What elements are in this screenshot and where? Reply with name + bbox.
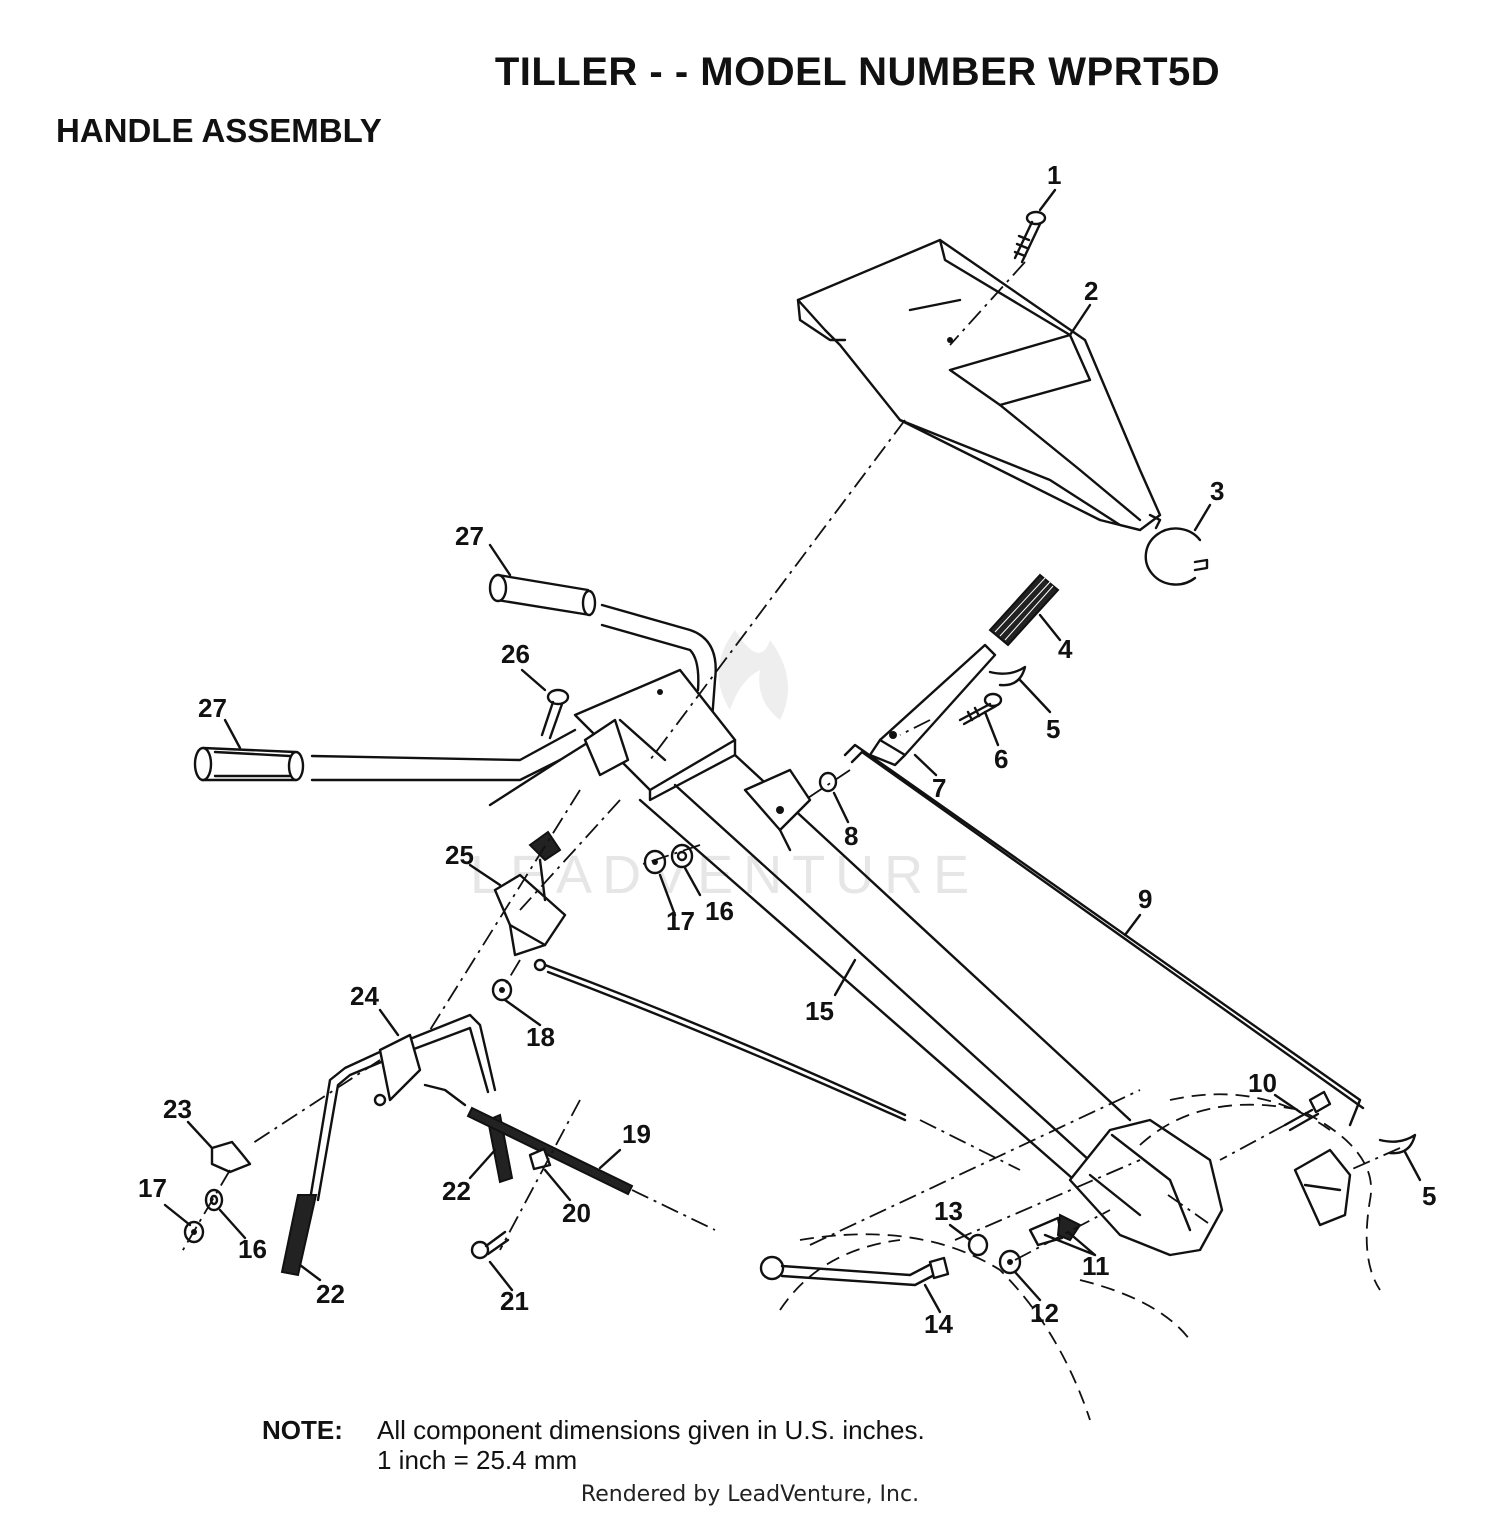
callout-20: 20	[562, 1198, 591, 1228]
callout-27-lower: 27	[198, 693, 227, 723]
callout-11: 11	[1082, 1251, 1110, 1281]
part-23-clip	[210, 1140, 252, 1174]
note-line-2: 1 inch = 25.4 mm	[377, 1445, 578, 1475]
callout-5-lower: 5	[1422, 1181, 1436, 1211]
part-2-handle-cover	[796, 238, 1162, 532]
callout-26: 26	[501, 639, 530, 669]
callout-19: 19	[622, 1119, 651, 1149]
part-8-spacer	[818, 771, 838, 793]
callout-25: 25	[445, 840, 474, 870]
handlebar-tubes	[310, 603, 717, 807]
callout-leaders	[163, 188, 1422, 1314]
part-18-nut	[491, 978, 513, 1002]
note-line-1: All component dimensions given in U.S. i…	[377, 1415, 925, 1445]
callout-21: 21	[500, 1286, 529, 1316]
callout-1: 1	[1047, 160, 1061, 190]
callout-4: 4	[1058, 634, 1073, 664]
handle-mount-bracket	[743, 768, 812, 852]
credit-text: Rendered by LeadVenture, Inc.	[580, 1482, 920, 1507]
callout-15: 15	[805, 996, 834, 1026]
part-7-control-lever	[868, 643, 997, 767]
callout-labels: 1 2 3 4 5 5 6 7 8 9 10 11 12 13 14 15 16…	[138, 160, 1436, 1339]
watermark-flame-icon	[718, 630, 788, 720]
callout-9: 9	[1138, 884, 1152, 914]
callout-13: 13	[934, 1196, 963, 1226]
callout-5-upper: 5	[1046, 714, 1060, 744]
callout-16-lower: 16	[238, 1234, 267, 1264]
callout-23: 23	[163, 1094, 192, 1124]
part-6-bolt	[958, 692, 1003, 726]
rear-pivot-bracket	[1293, 1148, 1352, 1227]
part-5-hairpin-clip-lower	[1378, 1133, 1417, 1155]
part-19-cable	[423, 1083, 634, 1196]
callout-16-upper: 16	[705, 896, 734, 926]
handle-bracket	[573, 668, 737, 802]
callout-3: 3	[1210, 476, 1224, 506]
part-17-nut-upper	[643, 849, 667, 875]
part-3-retaining-ring	[1144, 527, 1202, 586]
part-15-handle-tube	[638, 753, 1224, 1257]
part-4-lever-grip	[988, 573, 1060, 647]
part-12-nut	[998, 1249, 1022, 1275]
part-22-bail-grip-left	[280, 1194, 318, 1277]
callout-27-upper: 27	[455, 521, 484, 551]
assembly-lines	[179, 261, 1401, 1261]
part-14-shift-lever	[759, 1255, 950, 1287]
part-27-upper-grip	[488, 573, 597, 617]
part-24-control-bail	[308, 1013, 497, 1202]
callout-7: 7	[932, 773, 946, 803]
page-title: TILLER - - MODEL NUMBER WPRT5D	[494, 50, 1221, 94]
part-1-screw	[1013, 210, 1047, 264]
callout-2: 2	[1084, 276, 1098, 306]
part-16-washer-upper	[670, 843, 694, 869]
part-11-knob-wing	[1028, 1213, 1082, 1247]
callout-6: 6	[994, 744, 1008, 774]
callout-12: 12	[1030, 1298, 1059, 1328]
callout-22-left: 22	[316, 1279, 345, 1309]
callout-10: 10	[1248, 1068, 1277, 1098]
part-5-hairpin-clip-upper	[988, 665, 1027, 687]
callout-24: 24	[350, 981, 379, 1011]
callout-14: 14	[924, 1309, 953, 1339]
section-title: HANDLE ASSEMBLY	[56, 112, 382, 149]
part-10-bolt	[1283, 1090, 1332, 1132]
throttle-cable	[543, 963, 907, 1117]
callout-22-right: 22	[442, 1176, 471, 1206]
callout-8: 8	[844, 821, 858, 851]
part-13-washer	[967, 1233, 989, 1257]
part-26-carriage-bolt	[540, 688, 570, 740]
part-27-lower-grip	[193, 746, 305, 782]
callout-17-lower: 17	[138, 1173, 167, 1203]
callout-17-upper: 17	[666, 906, 695, 936]
note-label: NOTE:	[262, 1415, 343, 1445]
part-21-screw	[470, 1230, 510, 1260]
part-22-bail-grip-right	[486, 1113, 514, 1184]
callout-18: 18	[526, 1022, 555, 1052]
part-9-control-rod	[843, 743, 1365, 1127]
tine-hood-outline	[779, 1093, 1381, 1421]
